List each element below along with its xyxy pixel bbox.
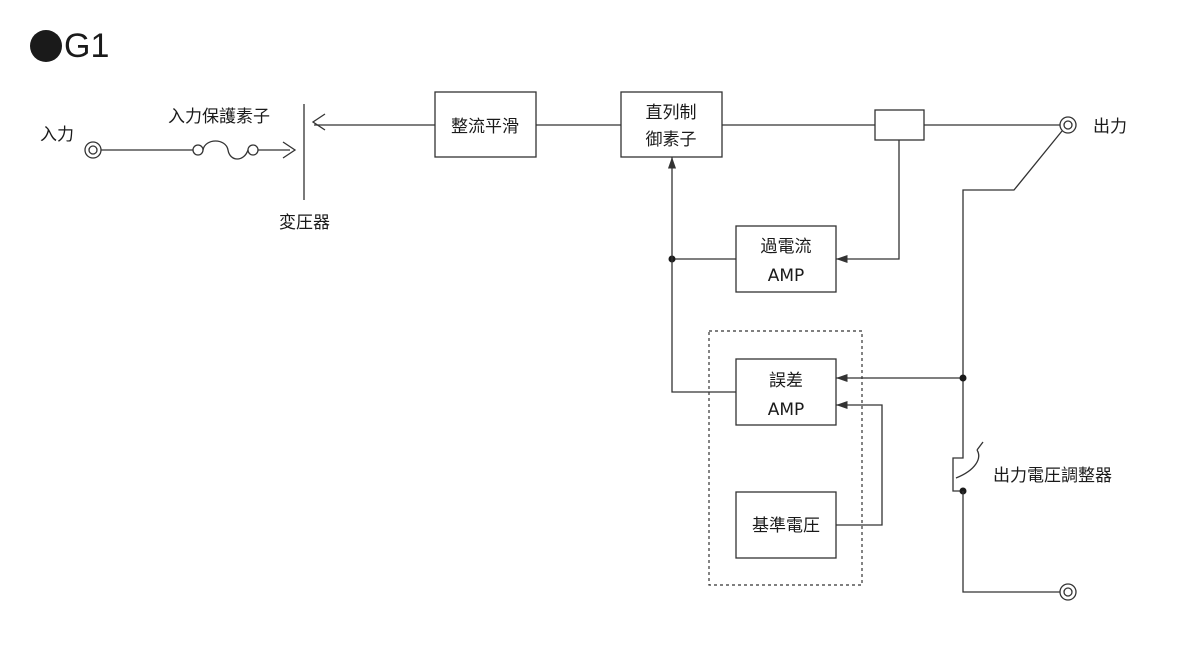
wire-adjuster-ground: [962, 491, 1060, 593]
input-terminal-icon: [84, 141, 102, 159]
wire-error-junction: [671, 259, 736, 393]
wire-output-feedback: [962, 130, 1063, 445]
wire-sensor-overcurrent: [836, 140, 900, 264]
diagram-title-text: G1: [64, 27, 110, 65]
overcurrent-label-1: 過電流: [761, 237, 812, 257]
feedback-junction-dot-icon: [959, 374, 967, 382]
current-sensor-block: [874, 109, 925, 141]
fuse-icon: [192, 140, 259, 160]
rectifier-label: 整流平滑: [451, 117, 519, 137]
control-ic-enclosure: [708, 330, 863, 586]
overcurrent-label-2: AMP: [768, 266, 805, 286]
error-amp-label-1: 誤差: [769, 371, 803, 391]
reference-voltage-label: 基準電圧: [752, 516, 820, 536]
output-label: 出力: [1093, 117, 1127, 137]
bullet-dot-icon: [30, 30, 62, 62]
output-terminal-icon: [1059, 116, 1077, 134]
output-return-terminal-icon: [1059, 583, 1077, 601]
series-control-label-1: 直列制: [646, 103, 697, 123]
transformer-icon: [282, 104, 326, 200]
series-control-block: [620, 91, 723, 158]
input-protection-label: 入力保護素子: [168, 107, 270, 127]
series-control-label-2: 御素子: [646, 130, 697, 150]
error-amp-label-2: AMP: [768, 400, 805, 420]
transformer-label: 変圧器: [279, 213, 330, 233]
wire-reference-error: [836, 400, 883, 526]
error-amp-block: [735, 358, 837, 426]
diagram-title: G1: [30, 26, 109, 66]
output-voltage-adjuster-label: 出力電圧調整器: [993, 466, 1112, 486]
input-label: 入力: [40, 125, 74, 145]
potentiometer-icon: [952, 441, 984, 495]
